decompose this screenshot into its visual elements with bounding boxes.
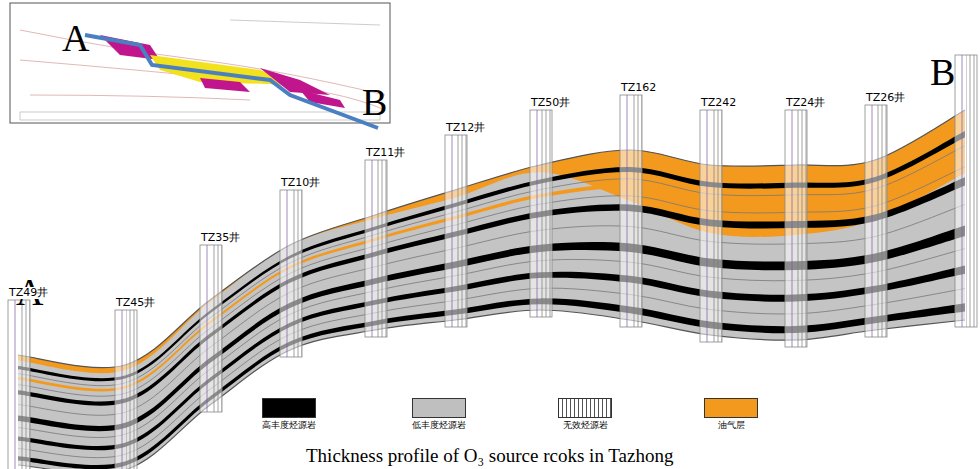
well-name: TZ242 — [700, 97, 737, 109]
well-column — [955, 55, 977, 327]
log-curve — [537, 110, 538, 317]
legend-swatch — [704, 398, 758, 418]
well-column — [620, 95, 642, 327]
legend-item: 油气层 — [704, 398, 758, 430]
well-column — [530, 110, 552, 317]
legend-item: 高丰度烃源岩 — [262, 398, 316, 430]
figure-caption: Thickness profile of O₃ source rcoks in … — [306, 446, 673, 466]
well-column — [785, 110, 807, 347]
well-log — [291, 190, 302, 357]
log-curve — [15, 300, 16, 469]
well-column — [8, 300, 30, 469]
legend-text: 无效烃源岩 — [558, 420, 612, 430]
well-log — [126, 310, 137, 469]
log-curve — [792, 110, 793, 347]
log-curve — [707, 110, 708, 342]
well-name: TZ10井 — [280, 177, 321, 189]
log-curve — [627, 95, 628, 327]
well-column — [200, 245, 222, 412]
well-name: TZ26井 — [865, 92, 906, 104]
well-log — [541, 110, 552, 317]
well-column — [445, 135, 467, 327]
well-column — [865, 105, 887, 337]
legend-text: 低丰度烃源岩 — [412, 420, 466, 430]
high-abundance-layer — [18, 298, 965, 469]
well-log — [966, 55, 977, 327]
well-log — [876, 105, 887, 337]
well-name: TZ162 — [620, 82, 657, 94]
legend-text: 油气层 — [704, 420, 758, 430]
well-name: TZ12井 — [445, 122, 486, 134]
well-log — [711, 110, 722, 342]
well-column — [365, 160, 387, 337]
log-curve — [452, 135, 453, 327]
log-curve — [372, 160, 373, 337]
well-name: TZ45井 — [115, 297, 156, 309]
log-curve — [207, 245, 208, 412]
high-abundance-layer — [18, 265, 965, 450]
well-log — [631, 95, 642, 327]
strata-line — [18, 249, 965, 438]
well-log — [456, 135, 467, 327]
well-column — [700, 110, 722, 342]
legend-swatch — [412, 398, 466, 418]
log-curve — [287, 190, 288, 357]
strata-line — [18, 310, 965, 469]
well-log — [211, 245, 222, 412]
well-log — [376, 160, 387, 337]
well-name: TZ50井 — [530, 97, 571, 109]
section-end-letter: B — [930, 52, 955, 92]
strata-line — [18, 146, 965, 386]
log-curve — [122, 310, 123, 469]
well-name: TZ24井 — [785, 97, 826, 109]
legend-item: 无效烃源岩 — [558, 398, 612, 430]
log-curve — [962, 55, 963, 327]
strata-line — [18, 288, 965, 458]
well-column — [280, 190, 302, 357]
well-column — [115, 310, 137, 469]
strata-line — [18, 205, 965, 416]
legend-swatch — [262, 398, 316, 418]
legend-item: 低丰度烃源岩 — [412, 398, 466, 430]
strata-line — [18, 167, 965, 397]
low-abundance-layer — [18, 110, 965, 469]
legend-pattern — [558, 398, 612, 418]
high-abundance-layer — [18, 177, 965, 406]
section-end-letter: B — [362, 82, 387, 122]
well-log — [19, 300, 30, 469]
log-curve — [872, 105, 873, 337]
well-name: TZ11井 — [365, 147, 406, 159]
strata-line — [18, 110, 965, 368]
well-name: TZ49井 — [8, 287, 49, 299]
oil-gas-layer — [18, 110, 965, 373]
well-log — [796, 110, 807, 347]
section-end-letter: A — [62, 18, 89, 58]
legend-text: 高丰度烃源岩 — [262, 420, 316, 430]
well-name: TZ35井 — [200, 232, 241, 244]
